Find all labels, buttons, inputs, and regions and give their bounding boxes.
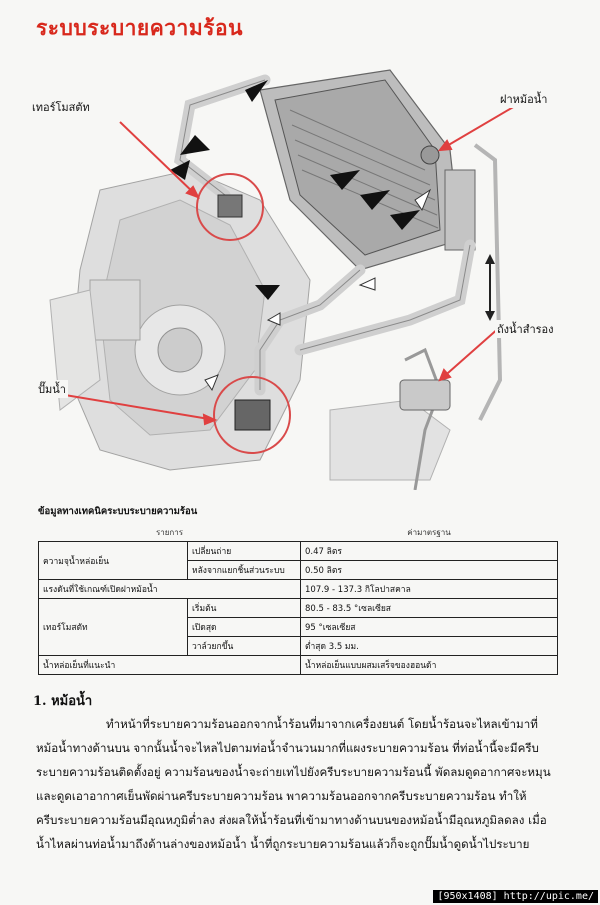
section-heading: 1. หม้อน้ำ (33, 694, 93, 709)
thermostat-highlight (196, 173, 264, 241)
table-header-row: รายการ ค่ามาตรฐาน (38, 524, 558, 542)
thermostat-label: เทอร์โมสตัท (38, 598, 188, 656)
paragraph-line: ระบายความร้อนติดตั้งอยู่ ความร้อนของน้ำจ… (36, 765, 551, 779)
begin-open-label: เริ่มต้น (187, 598, 301, 618)
coolant-value: น้ำหล่อเย็นแบบผสมเสร็จของฮอนด้า (300, 655, 558, 675)
valve-lift-value: ต่ำสุด 3.5 มม. (300, 636, 558, 656)
radiator-cap-callout: ฝาหม้อน้ำ (498, 90, 550, 108)
drain-value: 0.47 ลิตร (300, 541, 558, 561)
water-pump-callout: ปั๊มน้ำ (36, 380, 68, 398)
drain-label: เปลี่ยนถ่าย (187, 541, 301, 561)
reserve-tank-callout: ถังน้ำสำรอง (495, 320, 556, 338)
paragraph-line: ครีบระบายความร้อนมีอุณหภูมิต่ำลง ส่งผลให… (36, 813, 547, 827)
table-row: น้ำหล่อเย็นที่แนะนำ น้ำหล่อเย็นแบบผสมเสร… (38, 655, 558, 675)
paragraph-line: น้ำไหลผ่านท่อน้ำมาถึงด้านล่างของหม้อน้ำ … (36, 837, 530, 851)
reserve-tank-illustration (399, 347, 451, 490)
spec-table-heading: ข้อมูลทางเทคนิคระบบระบายความร้อน (38, 506, 198, 517)
reserve-tank-hose (473, 143, 503, 421)
col-header-standard: ค่ามาตรฐาน (300, 524, 558, 542)
paragraph-line: ทำหน้าที่ระบายความร้อนออกจากน้ำร้อนที่มา… (106, 717, 538, 731)
cooling-system-diagram (49, 69, 516, 490)
paragraph-line: และดูดเอาอากาศเย็นพัดผ่านครีบระบายความร้… (36, 789, 527, 803)
paragraph-line: หม้อน้ำทางด้านบน จากนั้นน้ำจะไหลไปตามท่อ… (36, 741, 539, 755)
begin-open-value: 80.5 - 83.5 °เซลเซียส (300, 598, 558, 618)
cap-pressure-value: 107.9 - 137.3 กิโลปาสคาล (300, 579, 558, 599)
spec-table: รายการ ค่ามาตรฐาน ความจุน้ำหล่อเย็น เปลี… (38, 524, 558, 675)
thermostat-callout: เทอร์โมสตัท (30, 98, 92, 116)
coolant-label: น้ำหล่อเย็นที่แนะนำ (38, 655, 301, 675)
section-paragraph: ทำหน้าที่ระบายความร้อนออกจากน้ำร้อนที่มา… (36, 712, 556, 856)
table-row: หลังจากแยกชิ้นส่วนระบบ 0.50 ลิตร (39, 560, 558, 580)
water-pump-highlight (213, 376, 291, 454)
disassembly-label: หลังจากแยกชิ้นส่วนระบบ (187, 560, 301, 580)
image-host-watermark: [950x1408] http://upic.me/ (433, 890, 598, 903)
disassembly-value: 0.50 ลิตร (300, 560, 558, 580)
radiator-illustration (259, 69, 476, 271)
valve-lift-label: วาล์วยกขึ้น (187, 636, 301, 656)
table-row: เปิดสุด 95 °เซลเซียส (39, 617, 558, 637)
table-row: เทอร์โมสตัท เริ่มต้น 80.5 - 83.5 °เซลเซี… (38, 598, 558, 656)
table-row: ความจุน้ำหล่อเย็น เปลี่ยนถ่าย 0.47 ลิตร (38, 541, 558, 580)
full-open-value: 95 °เซลเซียส (300, 617, 558, 637)
coolant-capacity-label: ความจุน้ำหล่อเย็น (38, 541, 188, 580)
engine-illustration (49, 169, 451, 481)
full-open-label: เปิดสุด (187, 617, 301, 637)
cap-pressure-label: แรงดันที่ใช้เกณฑ์เปิดฝาหม้อน้ำ (38, 579, 301, 599)
table-row: แรงดันที่ใช้เกณฑ์เปิดฝาหม้อน้ำ 107.9 - 1… (38, 579, 558, 599)
col-header-item: รายการ (38, 524, 301, 542)
page-title: ระบบระบายความร้อน (36, 16, 243, 40)
